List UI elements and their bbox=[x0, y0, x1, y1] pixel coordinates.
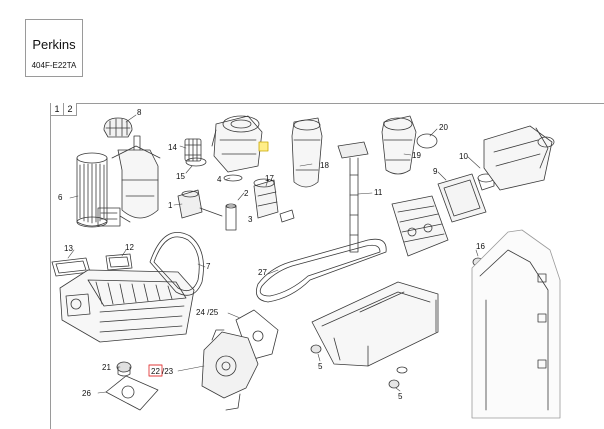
part-gasket-12[interactable] bbox=[105, 253, 133, 271]
callout-26[interactable]: 26 bbox=[82, 389, 91, 398]
part-filter-assembly-19[interactable] bbox=[381, 115, 417, 175]
model-label: 404F-E22TA bbox=[31, 61, 77, 70]
part-air-filter-9[interactable] bbox=[437, 173, 487, 223]
part-fuel-filter-cartridge[interactable] bbox=[76, 152, 108, 228]
tab-2[interactable]: 2 bbox=[63, 103, 77, 116]
part-o-ring-15[interactable] bbox=[185, 157, 207, 167]
brand-label: Perkins bbox=[32, 37, 76, 52]
callout-1[interactable]: 1 bbox=[168, 201, 173, 210]
part-plug[interactable] bbox=[279, 209, 295, 223]
part-o-ring-2[interactable] bbox=[223, 174, 243, 182]
callout-21[interactable]: 21 bbox=[102, 363, 111, 372]
callout-11[interactable]: 11 bbox=[374, 188, 383, 197]
callout-24-25[interactable]: 24 /25 bbox=[196, 308, 219, 317]
callout-20[interactable]: 20 bbox=[439, 123, 448, 132]
callout-3[interactable]: 3 bbox=[248, 215, 253, 224]
leader-lines bbox=[67, 114, 481, 394]
part-fuel-filter-housing[interactable] bbox=[97, 135, 161, 227]
part-dipstick-tube[interactable] bbox=[337, 141, 369, 253]
part-drive-belt[interactable] bbox=[149, 231, 204, 296]
part-o-ring-20[interactable] bbox=[416, 133, 438, 149]
part-oil-pan[interactable] bbox=[311, 281, 439, 367]
callout-13[interactable]: 13 bbox=[64, 244, 73, 253]
part-oil-filter-17[interactable] bbox=[253, 178, 279, 219]
callout-14[interactable]: 14 bbox=[168, 143, 177, 152]
callout-22[interactable]: 22 bbox=[151, 367, 160, 376]
part-water-pump[interactable] bbox=[201, 329, 259, 411]
callout-10[interactable]: 10 bbox=[459, 152, 468, 161]
callout-23[interactable]: /23 bbox=[162, 367, 174, 376]
callout-9[interactable]: 9 bbox=[433, 167, 438, 176]
part-seal-washer[interactable] bbox=[225, 203, 237, 231]
callout-19[interactable]: 19 bbox=[412, 151, 421, 160]
part-fuel-filter-head-4[interactable] bbox=[211, 115, 263, 173]
callout-2[interactable]: 2 bbox=[244, 189, 249, 198]
callout-5a[interactable]: 5 bbox=[318, 362, 323, 371]
part-turbo-intercooler-assembly[interactable] bbox=[483, 125, 555, 191]
part-filter-element-14[interactable] bbox=[184, 138, 202, 162]
part-drain-plug-5b[interactable] bbox=[388, 379, 400, 389]
part-fitting-21[interactable] bbox=[116, 361, 132, 377]
callout-15[interactable]: 15 bbox=[176, 172, 185, 181]
part-filter-bowl-18[interactable] bbox=[291, 117, 323, 188]
callout-17[interactable]: 17 bbox=[265, 174, 274, 183]
callout-12[interactable]: 12 bbox=[125, 243, 134, 252]
part-valve-cover-gasket[interactable] bbox=[255, 238, 387, 303]
callout-4[interactable]: 4 bbox=[217, 175, 222, 184]
part-drain-washer[interactable] bbox=[396, 366, 408, 374]
callout-18[interactable]: 18 bbox=[320, 161, 329, 170]
part-air-cleaner-housing[interactable] bbox=[391, 195, 449, 257]
callout-27[interactable]: 27 bbox=[258, 268, 267, 277]
part-intake-manifold[interactable] bbox=[59, 269, 195, 343]
callout-7[interactable]: 7 bbox=[206, 262, 211, 271]
callout-16[interactable]: 16 bbox=[476, 242, 485, 251]
part-drain-plug-5a[interactable] bbox=[310, 344, 322, 354]
engine-title-box: Perkins 404F-E22TA bbox=[25, 19, 83, 77]
part-radiator-panel[interactable] bbox=[471, 229, 561, 419]
part-sensor-3[interactable] bbox=[177, 189, 223, 219]
part-oil-filler-cap[interactable] bbox=[103, 117, 133, 138]
callout-5b[interactable]: 5 bbox=[398, 392, 403, 401]
highlight-marker[interactable] bbox=[258, 141, 269, 152]
part-gasket-26[interactable] bbox=[105, 375, 159, 411]
callout-labels: 8 6 13 12 7 14 15 4 2 1 3 17 18 11 19 20… bbox=[58, 108, 485, 401]
callout-8[interactable]: 8 bbox=[137, 108, 142, 117]
selected-callout-box[interactable] bbox=[148, 364, 163, 377]
callout-6[interactable]: 6 bbox=[58, 193, 63, 202]
